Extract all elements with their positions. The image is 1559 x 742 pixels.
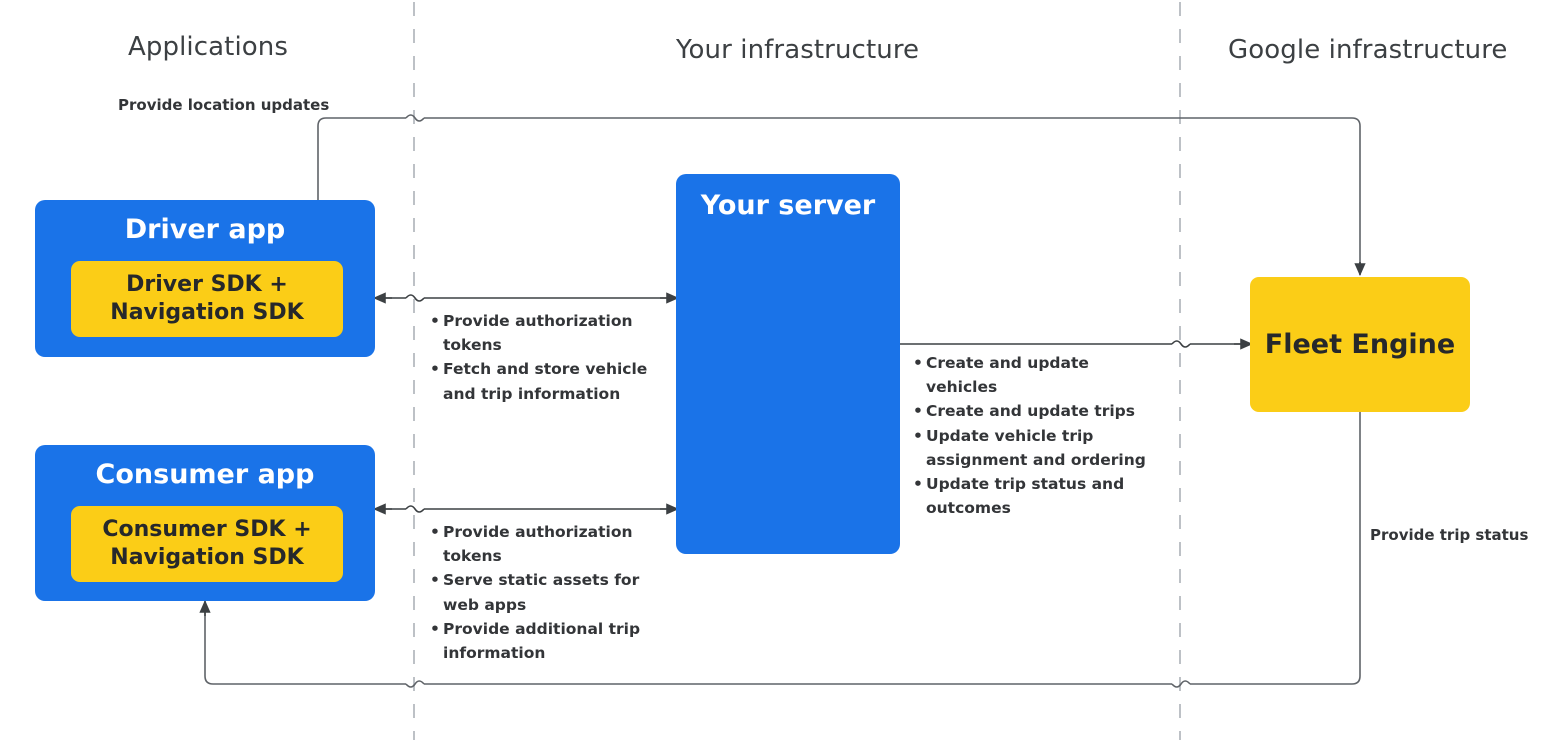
bullet-item: Serve static assets for web apps — [430, 568, 654, 616]
node-fleet-engine[interactable]: Fleet Engine — [1250, 277, 1470, 412]
driver-app-title: Driver app — [124, 214, 286, 245]
bullet-item: Fetch and store vehicle and trip informa… — [430, 357, 660, 405]
driver-sdk-label: Driver SDK + Navigation SDK — [110, 271, 303, 327]
bullet-item: Provide additional trip information — [430, 617, 654, 665]
consumer-sdk-label-line1: Consumer SDK + — [102, 516, 312, 542]
edge-bullets-server-fleet: Create and update vehicles Create and up… — [913, 351, 1165, 520]
bullet-text: Update vehicle trip assignment and order… — [926, 426, 1146, 469]
consumer-app-title: Consumer app — [95, 459, 315, 490]
your-server-title: Your server — [700, 190, 876, 221]
bullet-text: Provide authorization tokens — [443, 523, 633, 566]
bullet-text: Create and update trips — [926, 402, 1135, 421]
bullet-text: Fetch and store vehicle and trip informa… — [443, 360, 648, 403]
edge-bullets-driver-server: Provide authorization tokens Fetch and s… — [430, 309, 660, 406]
bullet-item: Provide authorization tokens — [430, 520, 654, 568]
bullet-item: Provide authorization tokens — [430, 309, 660, 357]
bullet-text: Serve static assets for web apps — [443, 571, 640, 614]
zone-title-applications: Applications — [128, 32, 289, 62]
bullet-item: Create and update trips — [913, 399, 1165, 423]
node-driver-app[interactable]: Driver app Driver SDK + Navigation SDK — [35, 200, 375, 357]
consumer-sdk-label: Consumer SDK + Navigation SDK — [102, 516, 311, 572]
node-driver-sdk[interactable]: Driver SDK + Navigation SDK — [71, 261, 343, 337]
driver-sdk-label-line2: Navigation SDK — [110, 300, 304, 325]
edge-driver-server — [372, 292, 680, 304]
driver-sdk-label-line1: Driver SDK + — [126, 271, 288, 297]
bullet-item: Update vehicle trip assignment and order… — [913, 424, 1165, 472]
edge-label-trip-status: Provide trip status — [1370, 526, 1529, 544]
bullet-item: Create and update vehicles — [913, 351, 1165, 399]
edge-bullets-consumer-server: Provide authorization tokens Serve stati… — [430, 520, 654, 665]
zone-title-google-infrastructure: Google infrastructure — [1228, 35, 1508, 65]
fleet-engine-title: Fleet Engine — [1264, 329, 1456, 360]
bullet-item: Update trip status and outcomes — [913, 472, 1165, 520]
node-your-server[interactable]: Your server — [676, 174, 900, 554]
bullet-text: Update trip status and outcomes — [926, 474, 1125, 518]
edge-server-fleet — [900, 338, 1254, 350]
bullet-text: Provide authorization tokens — [443, 312, 633, 355]
node-consumer-app[interactable]: Consumer app Consumer SDK + Navigation S… — [35, 445, 375, 601]
edge-consumer-server — [372, 503, 680, 515]
consumer-sdk-label-line2: Navigation SDK — [110, 545, 304, 570]
bullet-text: Provide additional trip information — [443, 619, 641, 662]
zone-title-your-infrastructure: Your infrastructure — [676, 35, 920, 65]
node-consumer-sdk[interactable]: Consumer SDK + Navigation SDK — [71, 506, 343, 582]
bullet-text: Create and update vehicles — [926, 354, 1089, 397]
edge-label-location-updates: Provide location updates — [118, 96, 330, 114]
